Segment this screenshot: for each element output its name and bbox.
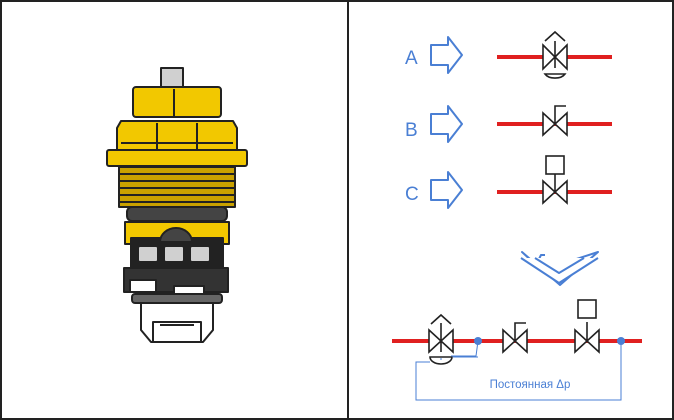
cartridge-spindle — [160, 67, 184, 89]
cartridge-port-right — [189, 245, 211, 263]
constant-dp-label: Постоянная Δp — [490, 379, 571, 391]
row-c-letter: C — [405, 184, 419, 205]
pressure-point-1-icon — [474, 337, 482, 345]
combined-balancing-valve-icon — [502, 322, 528, 354]
row-a: A — [405, 30, 612, 79]
row-a-letter: A — [405, 48, 418, 69]
row-c-arrow-icon — [430, 171, 463, 209]
thread-lines — [119, 173, 235, 203]
row-a-arrow-icon — [430, 36, 463, 74]
impulse-line-short — [451, 340, 479, 357]
cartridge-collar — [106, 149, 248, 167]
cartridge-port-left — [137, 245, 159, 263]
diaphragm-valve-icon — [542, 30, 568, 79]
combined-diaphragm-valve-icon — [428, 313, 454, 365]
cartridge-o-ring-lower — [131, 293, 223, 304]
combined-actuated-valve-icon — [574, 299, 600, 354]
actuated-valve-icon — [542, 155, 568, 205]
cartridge-o-ring-upper — [126, 206, 228, 222]
row-b-arrow-icon — [430, 105, 463, 143]
balancing-valve-icon — [542, 105, 568, 137]
impulse-line-loop — [415, 341, 622, 401]
combine-chevron-icon — [520, 257, 599, 284]
cartridge-port-middle — [163, 245, 185, 263]
combined-assembly: Постоянная Δp — [392, 299, 642, 401]
cartridge-top-nut — [132, 86, 222, 118]
pressure-point-2-icon — [617, 337, 625, 345]
row-c: C — [405, 155, 612, 209]
valve-cartridge-illustration — [106, 67, 248, 343]
row-b-letter: B — [405, 120, 418, 141]
row-b: B — [405, 105, 612, 143]
